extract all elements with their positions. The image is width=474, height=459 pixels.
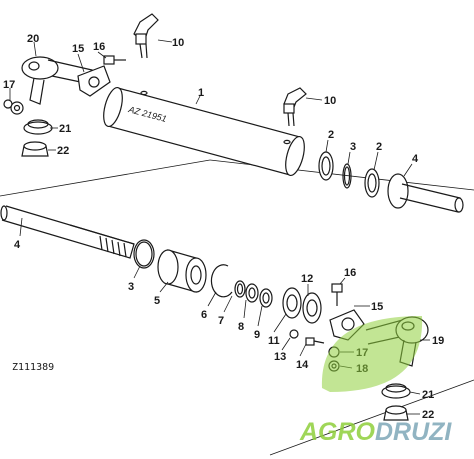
watermark-part-druzi: DRUZI: [375, 418, 452, 446]
callout-3-lower: 3: [128, 281, 134, 293]
callout-22-lower: 22: [422, 409, 434, 421]
callout-20: 20: [27, 33, 39, 45]
small-screw: [289, 329, 299, 339]
callout-22-upper: 22: [57, 145, 69, 157]
cylinder-barrel: [103, 86, 305, 177]
snap-ring: [210, 264, 233, 298]
callout-15-lower: 15: [371, 301, 383, 313]
callout-17-upper: 17: [3, 79, 15, 91]
callout-6: 6: [201, 309, 207, 321]
watermark-part-agro: AGRO: [299, 418, 376, 446]
callout-11: 11: [268, 335, 280, 347]
callout-4-lower: 4: [14, 239, 21, 251]
callout-12: 12: [301, 273, 313, 285]
upper-castle-nut: [21, 141, 49, 157]
callout-16-lower: 16: [344, 267, 356, 279]
callout-21-lower: 21: [422, 389, 434, 401]
callout-2-right: 2: [376, 141, 382, 153]
callout-8: 8: [238, 321, 244, 333]
lower-castle-nut: [383, 405, 409, 421]
upper-nut-small: [3, 99, 24, 115]
elbow-fitting-mid: [283, 87, 307, 127]
callout-4-upper: 4: [412, 153, 419, 165]
callout-14: 14: [296, 359, 309, 371]
callout-7: 7: [218, 315, 224, 327]
upper-piston-rod: [387, 173, 464, 213]
callout-16-upper: 16: [93, 41, 105, 53]
callout-10-mid: 10: [324, 95, 336, 107]
lower-o-ring: [133, 239, 155, 269]
watermark-text: AGRODRUZI: [299, 418, 452, 446]
callout-5: 5: [154, 295, 160, 307]
callout-1: 1: [198, 87, 204, 99]
upper-bolt: [103, 55, 126, 65]
callout-9: 9: [254, 329, 260, 341]
callout-21-upper: 21: [59, 123, 71, 135]
leaf-logo: [321, 316, 423, 392]
callout-3-upper: 3: [350, 141, 356, 153]
gland-nut: [282, 287, 322, 324]
elbow-fitting-top: [133, 13, 159, 59]
piston: [157, 249, 207, 293]
lower-bolt-16: [331, 283, 343, 306]
callout-10-top: 10: [172, 37, 184, 49]
callout-19: 19: [432, 335, 444, 347]
lower-boot: [381, 383, 411, 399]
lower-bolt-14: [305, 337, 325, 346]
callout-2-left: 2: [328, 129, 334, 141]
upper-boot: [23, 119, 53, 135]
upper-clamp: [77, 65, 111, 97]
callout-13: 13: [274, 351, 286, 363]
lower-piston-rod: [0, 205, 135, 259]
small-rings: [234, 280, 273, 308]
callout-15-upper: 15: [72, 43, 84, 55]
figure-id: Z111389: [12, 362, 54, 373]
